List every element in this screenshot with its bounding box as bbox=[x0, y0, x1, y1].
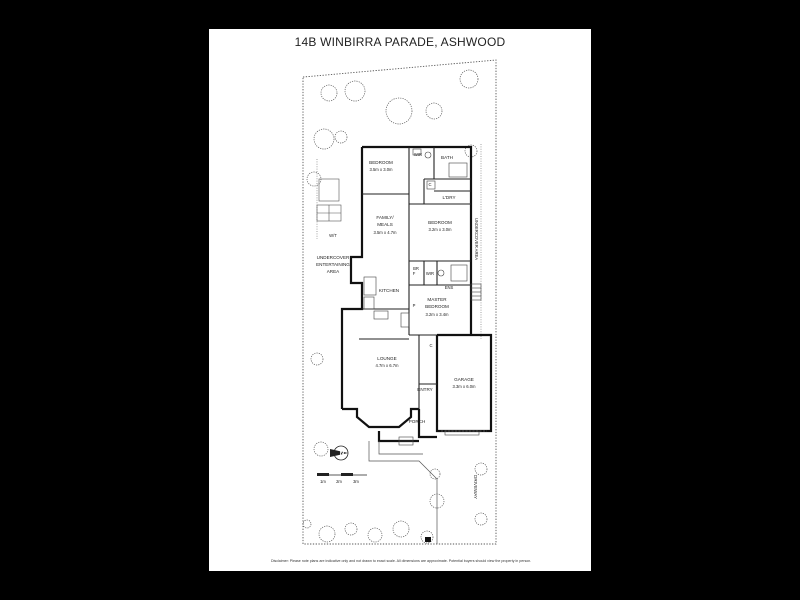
room-label-bedroom-2: BEDROOM bbox=[428, 220, 452, 225]
compass-letter: N bbox=[340, 450, 345, 457]
room-label-family-1: FAMILY/ bbox=[376, 215, 394, 220]
scale-label-3m: 3m bbox=[353, 479, 359, 484]
floorplan-sheet: 14B WINBIRRA PARADE, ASHWOOD bbox=[209, 29, 591, 571]
bathroom-fittings bbox=[412, 148, 468, 282]
room-label-fridge: F bbox=[413, 271, 416, 276]
room-label-entertaining-3: AREA bbox=[327, 269, 340, 274]
house-walls bbox=[340, 145, 493, 443]
front-path bbox=[368, 441, 438, 544]
room-label-pantry: P bbox=[413, 303, 416, 308]
room-label-lounge: LOUNGE bbox=[377, 356, 396, 361]
room-dims-bedroom-2: 3.2m x 3.0m bbox=[428, 227, 452, 232]
room-label-master-1: MASTER bbox=[427, 297, 447, 302]
room-label-kitchen: KITCHEN bbox=[379, 288, 399, 293]
room-label-entry: ENTRY bbox=[417, 387, 433, 392]
internal-walls bbox=[359, 147, 471, 409]
room-label-porch: PORCH bbox=[409, 419, 426, 424]
letterbox bbox=[425, 537, 431, 542]
room-dims-master: 3.2m x 3.4m bbox=[425, 312, 449, 317]
floorplan-drawing: BEDROOM 3.5m x 3.0m WIR BATH L'DRY C FAM… bbox=[302, 59, 497, 545]
landscaping-trees bbox=[302, 69, 488, 544]
north-arrow: N bbox=[330, 445, 349, 461]
room-label-ensuite: ENS bbox=[445, 285, 454, 290]
scale-label-1m: 1m bbox=[320, 479, 326, 484]
disclaimer-text: Disclaimer: Please note plans are indica… bbox=[271, 559, 532, 563]
kitchen-fittings bbox=[363, 276, 410, 328]
scale-bar: 1m 2m 3m bbox=[317, 473, 367, 484]
room-label-wir-1: WIR bbox=[414, 152, 422, 157]
outdoor-table bbox=[316, 178, 342, 222]
room-label-laundry: L'DRY bbox=[442, 195, 455, 200]
room-labels: BEDROOM 3.5m x 3.0m WIR BATH L'DRY C FAM… bbox=[316, 152, 479, 499]
lot-boundary bbox=[302, 59, 497, 545]
room-label-master-2: BEDROOM bbox=[425, 304, 449, 309]
room-label-bath: BATH bbox=[441, 155, 453, 160]
room-label-wir-2: WIR bbox=[426, 271, 434, 276]
scale-label-2m: 2m bbox=[336, 479, 342, 484]
room-label-wt: W/T bbox=[329, 233, 337, 238]
room-label-cupboard-2: C bbox=[429, 343, 432, 348]
room-dims-bedroom-1: 3.5m x 3.0m bbox=[369, 167, 393, 172]
room-label-family-2: MEALS bbox=[377, 222, 393, 227]
room-label-entertaining-1: UNDERCOVER bbox=[317, 255, 350, 260]
room-dims-lounge: 4.7m x 6.7m bbox=[375, 363, 399, 368]
plan-title: 14B WINBIRRA PARADE, ASHWOOD bbox=[294, 35, 506, 49]
room-label-garage: GARAGE bbox=[454, 377, 474, 382]
room-label-br: BR bbox=[413, 266, 419, 271]
room-dims-garage: 3.3m x 6.0m bbox=[452, 384, 476, 389]
room-label-driveway: DRIVEWAY bbox=[473, 475, 478, 499]
room-label-cupboard: C bbox=[428, 182, 431, 187]
room-label-entertaining-2: ENTERTAINING bbox=[316, 262, 350, 267]
room-label-bedroom-1: BEDROOM bbox=[369, 160, 393, 165]
room-label-undercover-area: UNDERCOVER AREA bbox=[474, 218, 479, 260]
room-dims-family: 3.5m x 4.7m bbox=[373, 230, 397, 235]
